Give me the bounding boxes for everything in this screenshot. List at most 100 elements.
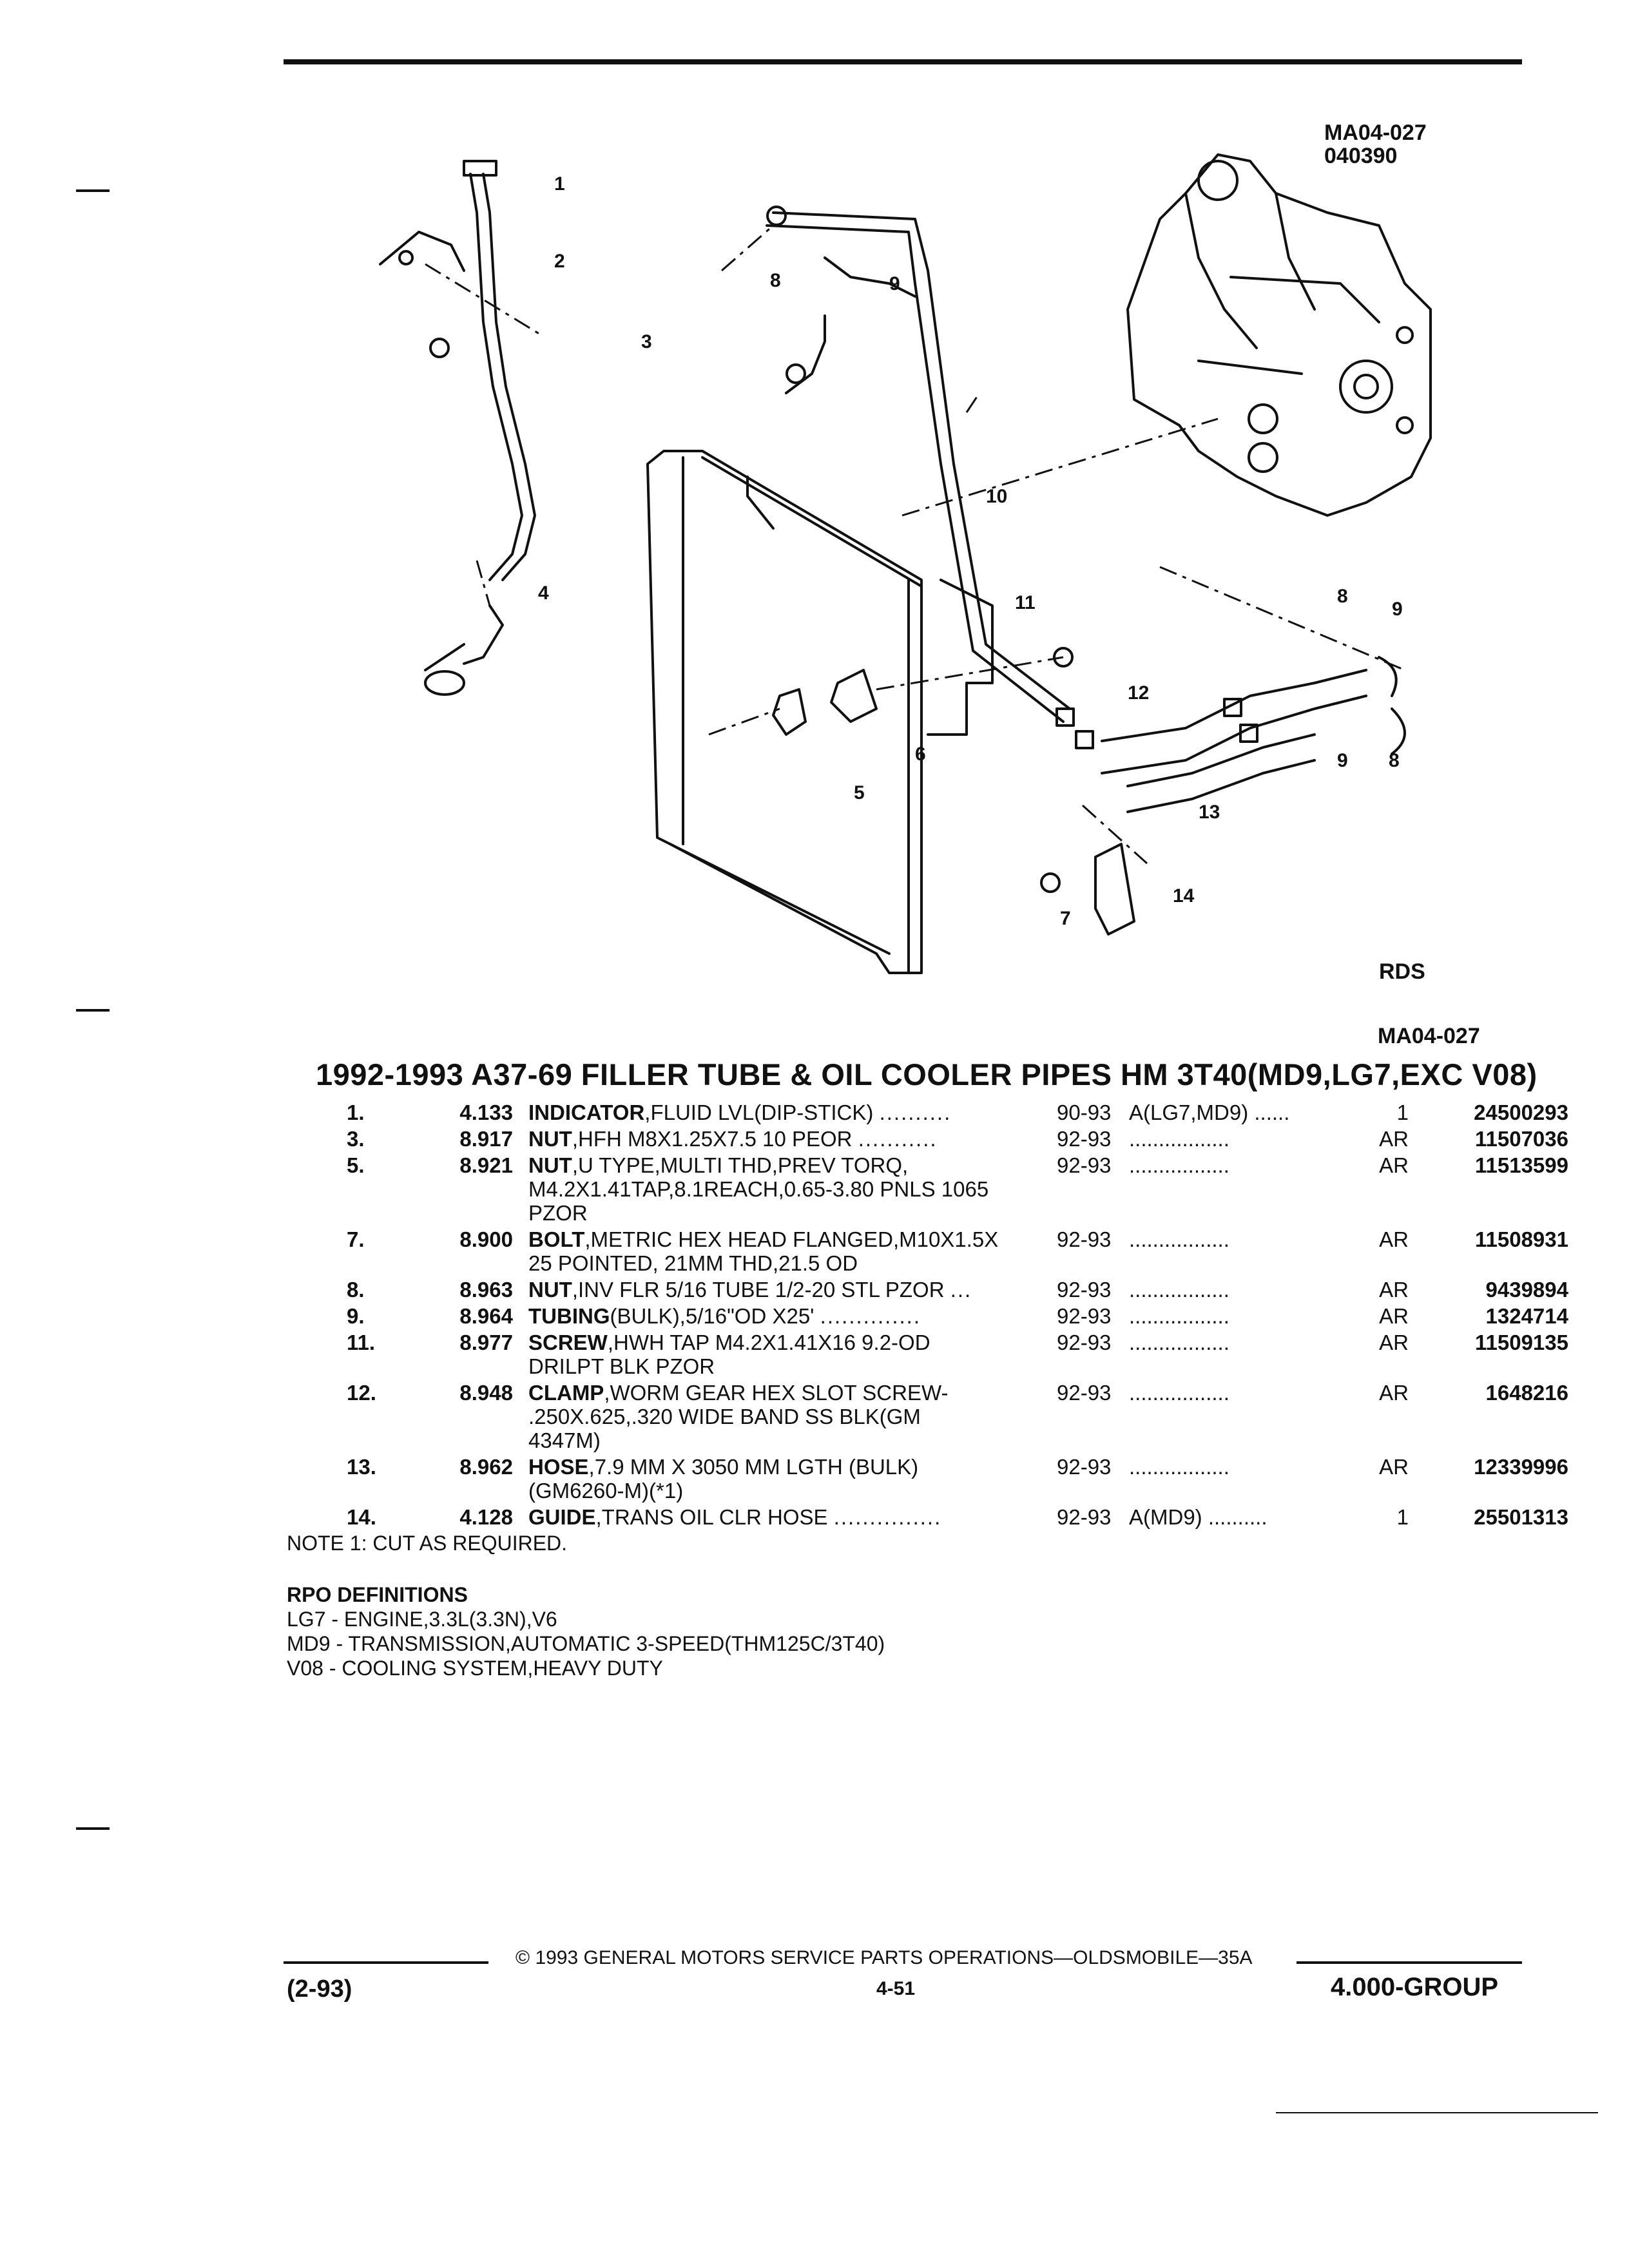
parts-row: 12. 8.948 CLAMP,WORM GEAR HEX SLOT SCREW-.… [316, 1381, 1568, 1455]
group-number: 4.133 [459, 1100, 513, 1124]
part-description: NUT,INV FLR 5/16 TUBE 1/2-20 STL PZOR ..… [528, 1278, 1057, 1304]
part-detail: ,U TYPE,MULTI THD,PREV TORQ, [572, 1153, 909, 1177]
application: ................. [1129, 1153, 1229, 1177]
clamps-brackets [772, 647, 1258, 936]
rpo-line: LG7 - ENGINE,3.3L(3.3N),V6 [287, 1608, 557, 1631]
application: ................. [1129, 1304, 1229, 1328]
application: ................. [1129, 1381, 1229, 1405]
callout-label: 9 [1392, 599, 1403, 620]
item-index: 1. [347, 1100, 365, 1124]
callout-label: 6 [915, 744, 926, 765]
part-name: SCREW [528, 1331, 608, 1354]
part-detail: ,WORM GEAR HEX SLOT SCREW- [604, 1381, 949, 1405]
part-detail-continued: DRILPT BLK PZOR [528, 1354, 715, 1378]
leader-dots: ............... [833, 1505, 942, 1529]
item-index: 12. [347, 1381, 376, 1405]
cooler-pipes [766, 206, 1071, 723]
quantity: AR [1379, 1304, 1409, 1328]
part-detail: ,HFH M8X1.25X7.5 10 PEOR [572, 1127, 853, 1151]
group-number: 4.128 [459, 1505, 513, 1529]
item-index: 14. [347, 1505, 376, 1529]
model-years: 92-93 [1057, 1153, 1112, 1177]
part-number: 12339996 [1474, 1455, 1568, 1479]
callout-label: 9 [889, 273, 900, 294]
part-name: GUIDE [528, 1505, 596, 1529]
model-years: 92-93 [1057, 1227, 1112, 1251]
part-number: 25501313 [1474, 1505, 1568, 1529]
model-years: 92-93 [1057, 1505, 1112, 1529]
model-years: 92-93 [1057, 1455, 1112, 1479]
part-description: NUT,U TYPE,MULTI THD,PREV TORQ,M4.2X1.41… [528, 1153, 1057, 1227]
part-number: 1648216 [1485, 1381, 1568, 1405]
application: ................. [1129, 1455, 1229, 1479]
group-number: 8.917 [459, 1127, 513, 1151]
parts-row: 9. 8.964 TUBING(BULK),5/16"OD X25' .......… [316, 1304, 1568, 1331]
part-name: NUT [528, 1127, 572, 1151]
part-number: 11508931 [1474, 1227, 1568, 1251]
application: A(LG7,MD9) ...... [1129, 1100, 1290, 1124]
callout-label: 5 [854, 782, 865, 803]
callout-label: 8 [1389, 750, 1400, 771]
part-number: 1324714 [1485, 1304, 1568, 1328]
quantity: 1 [1396, 1505, 1409, 1529]
cooler-hoses [1101, 656, 1406, 813]
part-description: TUBING(BULK),5/16"OD X25' .............. [528, 1304, 1057, 1331]
part-number: 24500293 [1474, 1100, 1568, 1124]
item-index: 9. [347, 1304, 365, 1328]
margin-mark [76, 1009, 110, 1012]
application: ................. [1129, 1127, 1229, 1151]
transmission-housing [1126, 153, 1432, 517]
quantity: AR [1379, 1127, 1409, 1151]
note: NOTE 1: CUT AS REQUIRED. [287, 1532, 568, 1555]
part-name: HOSE [528, 1455, 589, 1479]
part-description: INDICATOR,FLUID LVL(DIP-STICK) .........… [528, 1100, 1057, 1127]
quantity: AR [1379, 1381, 1409, 1405]
diagram-ref-bottom: MA04-027 [1378, 1024, 1480, 1048]
part-name: CLAMP [528, 1381, 604, 1405]
part-detail: ,INV FLR 5/16 TUBE 1/2-20 STL PZOR [572, 1278, 945, 1302]
part-name: NUT [528, 1153, 572, 1177]
item-index: 5. [347, 1153, 365, 1177]
part-number: 11507036 [1474, 1127, 1568, 1151]
model-years: 92-93 [1057, 1127, 1112, 1151]
callout-label: 1 [554, 173, 565, 195]
diagram-ref-code: MA04-027 [1324, 120, 1427, 145]
part-name: BOLT [528, 1227, 585, 1251]
callout-label: 8 [1337, 586, 1348, 607]
rpo-line: MD9 - TRANSMISSION,AUTOMATIC 3-SPEED(THM… [287, 1632, 885, 1655]
part-description: NUT,HFH M8X1.25X7.5 10 PEOR ........... [528, 1127, 1057, 1153]
footer-rule-left [284, 1961, 488, 1964]
radiator [646, 450, 994, 974]
model-years: 90-93 [1057, 1100, 1112, 1124]
part-detail: (BULK),5/16"OD X25' [610, 1304, 815, 1328]
callout-label: 9 [1337, 750, 1348, 771]
callout-label: 10 [986, 486, 1007, 507]
rpo-line: V08 - COOLING SYSTEM,HEAVY DUTY [287, 1657, 663, 1680]
group-number: 8.963 [459, 1278, 513, 1302]
quantity: AR [1379, 1455, 1409, 1479]
callout-label: 14 [1173, 885, 1195, 907]
callout-label: 2 [554, 251, 565, 272]
group-number: 8.948 [459, 1381, 513, 1405]
part-detail-continued: M4.2X1.41TAP,8.1REACH,0.65-3.80 PNLS 106… [528, 1177, 989, 1201]
footer-date: (2-93) [287, 1975, 352, 2003]
leader-dots: .............. [820, 1304, 921, 1328]
part-detail-continued: 25 POINTED, 21MM THD,21.5 OD [528, 1251, 858, 1275]
diagram-ref-top: MA04-027 040390 [1324, 121, 1427, 168]
part-number: 11513599 [1474, 1153, 1568, 1177]
top-rule [284, 59, 1522, 64]
parts-table: 1. 4.133 INDICATOR,FLUID LVL(DIP-STICK) ..… [316, 1100, 1568, 1532]
footer-group: 4.000-GROUP [1331, 1973, 1499, 2001]
group-number: 8.964 [459, 1304, 513, 1328]
part-number: 11509135 [1474, 1331, 1568, 1354]
callout-label: 3 [641, 331, 652, 352]
part-name: TUBING [528, 1304, 610, 1328]
model-years: 92-93 [1057, 1304, 1112, 1328]
model-years: 92-93 [1057, 1331, 1112, 1354]
part-detail-continued: .250X.625,.320 WIDE BAND SS BLK(GM [528, 1405, 921, 1428]
